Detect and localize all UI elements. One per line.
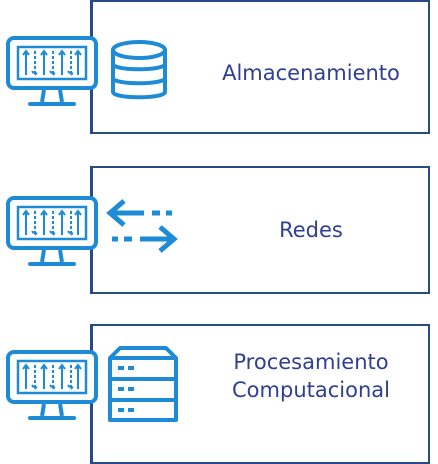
compute-label-line-2: Computacional [232, 378, 390, 402]
monitor-icon [6, 196, 98, 266]
network-panel [90, 166, 430, 294]
monitor-icon [6, 350, 98, 420]
network-arrows-icon [106, 199, 178, 253]
storage-label-text: Almacenamiento [222, 61, 400, 85]
database-icon [111, 40, 167, 100]
compute-label: Procesamiento Computacional [196, 348, 426, 404]
monitor-icon [6, 36, 98, 106]
server-rack-icon [108, 346, 178, 422]
storage-label: Almacenamiento [196, 59, 426, 87]
network-label: Redes [196, 216, 426, 244]
network-label-text: Redes [279, 218, 343, 242]
compute-label-line-1: Procesamiento [233, 350, 389, 374]
